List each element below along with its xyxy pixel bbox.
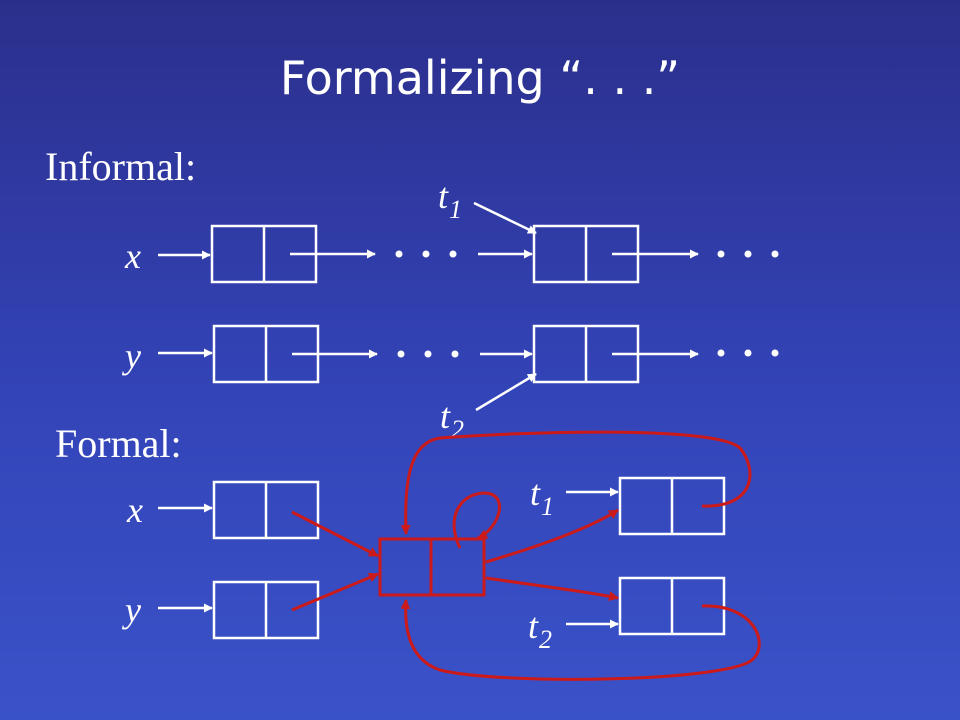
informal-diagram: x t1 y bbox=[122, 176, 779, 444]
informal-var-t1: t1 bbox=[438, 176, 462, 224]
formal-t2-node bbox=[618, 576, 726, 636]
informal-var-x: x bbox=[124, 236, 141, 276]
formal-label: Formal: bbox=[55, 421, 182, 466]
informal-x-ellipsis-1 bbox=[395, 250, 457, 258]
summary-edge-x bbox=[291, 510, 379, 558]
formal-var-t1: t1 bbox=[530, 473, 554, 521]
informal-x-ellipsis-2 bbox=[717, 250, 779, 258]
summary-node bbox=[378, 537, 486, 597]
formal-var-t2: t2 bbox=[528, 606, 552, 654]
summary-self-loop bbox=[452, 491, 501, 549]
summary-edge-y bbox=[291, 572, 379, 612]
page-title: Formalizing “. . .” bbox=[280, 51, 680, 105]
summary-edge-to-t1 bbox=[485, 508, 619, 564]
formal-diagram: x y t1 t2 bbox=[122, 430, 761, 681]
formal-t1-node bbox=[618, 476, 726, 536]
formal-var-x: x bbox=[126, 490, 143, 530]
formal-var-y: y bbox=[122, 590, 141, 630]
informal-t2-arrow bbox=[475, 372, 537, 412]
formal-x-node bbox=[212, 480, 320, 540]
informal-label: Informal: bbox=[45, 144, 196, 189]
informal-var-y: y bbox=[122, 336, 141, 376]
summary-edge-to-t2 bbox=[485, 576, 619, 602]
summary-edge-t1-back bbox=[400, 430, 752, 535]
informal-t1-arrow bbox=[473, 201, 537, 235]
formal-y-node bbox=[212, 580, 320, 640]
informal-y-ellipsis-1 bbox=[397, 350, 459, 358]
informal-y-ellipsis-2 bbox=[717, 349, 779, 357]
summary-edge-t2-back bbox=[400, 599, 761, 681]
